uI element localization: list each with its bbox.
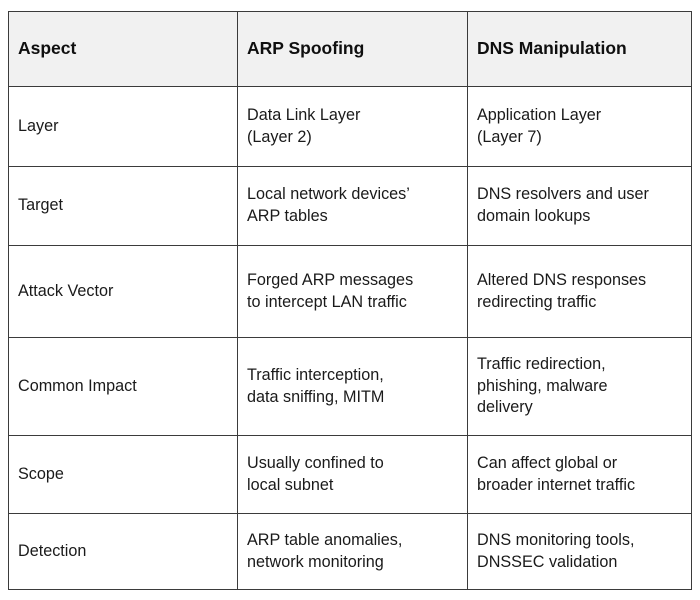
table-row: Layer Data Link Layer (Layer 2) Applicat… [8, 86, 692, 167]
table-row: Common Impact Traffic interception, data… [8, 337, 692, 436]
cell-dns: DNS resolvers and user domain lookups [467, 166, 692, 246]
header-row: Aspect ARP Spoofing DNS Manipulation [8, 11, 692, 87]
table-body: Layer Data Link Layer (Layer 2) Applicat… [8, 86, 692, 590]
comparison-table: Aspect ARP Spoofing DNS Manipulation Lay… [8, 11, 692, 590]
cell-aspect: Scope [8, 435, 238, 514]
cell-dns: Altered DNS responses redirecting traffi… [467, 245, 692, 338]
table-row: Detection ARP table anomalies, network m… [8, 513, 692, 590]
comparison-table-container: Aspect ARP Spoofing DNS Manipulation Lay… [8, 11, 692, 590]
cell-dns: DNS monitoring tools, DNSSEC validation [467, 513, 692, 590]
cell-arp: Local network devices’ ARP tables [237, 166, 468, 246]
cell-aspect: Attack Vector [8, 245, 238, 338]
cell-aspect: Target [8, 166, 238, 246]
cell-dns: Application Layer (Layer 7) [467, 86, 692, 167]
table-row: Attack Vector Forged ARP messages to int… [8, 245, 692, 338]
cell-aspect: Detection [8, 513, 238, 590]
cell-arp: Forged ARP messages to intercept LAN tra… [237, 245, 468, 338]
table-header: Aspect ARP Spoofing DNS Manipulation [8, 11, 692, 87]
cell-arp: Traffic interception, data sniffing, MIT… [237, 337, 468, 436]
cell-aspect: Layer [8, 86, 238, 167]
cell-dns: Traffic redirection, phishing, malware d… [467, 337, 692, 436]
cell-dns: Can affect global or broader internet tr… [467, 435, 692, 514]
cell-arp: Data Link Layer (Layer 2) [237, 86, 468, 167]
cell-aspect: Common Impact [8, 337, 238, 436]
column-header-arp-spoofing: ARP Spoofing [237, 11, 468, 87]
cell-arp: ARP table anomalies, network monitoring [237, 513, 468, 590]
column-header-dns-manipulation: DNS Manipulation [467, 11, 692, 87]
table-row: Scope Usually confined to local subnet C… [8, 435, 692, 514]
table-row: Target Local network devices’ ARP tables… [8, 166, 692, 246]
column-header-aspect: Aspect [8, 11, 238, 87]
cell-arp: Usually confined to local subnet [237, 435, 468, 514]
